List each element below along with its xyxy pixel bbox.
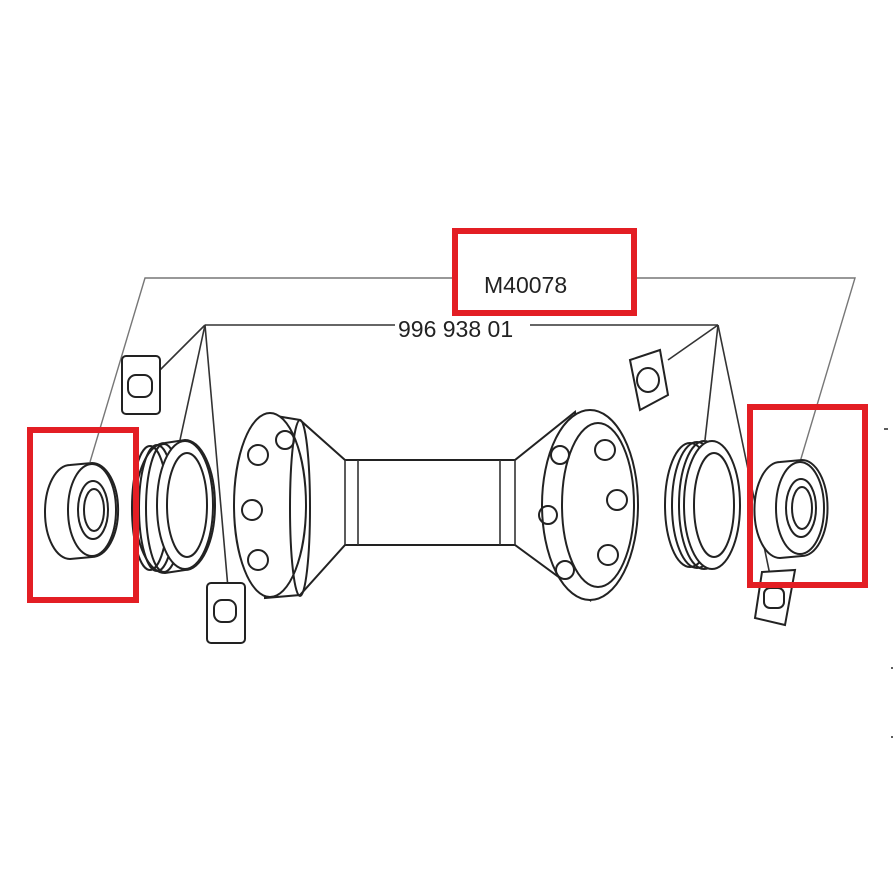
left-seal-ring — [131, 438, 216, 575]
clip-top-left — [121, 355, 161, 415]
highlight-box-left-bearing — [27, 427, 139, 603]
clip-bottom-right — [753, 568, 797, 627]
leader-lines-kit — [89, 277, 856, 463]
kit-number-label: M40078 — [484, 272, 567, 298]
right-bearing — [753, 458, 829, 560]
edge-marks — [884, 428, 893, 738]
left-bearing — [44, 461, 120, 561]
clip-bottom-left — [206, 582, 246, 644]
part-number-label: 996 938 01 — [398, 316, 513, 342]
highlight-box-kit-number — [452, 228, 637, 316]
right-seal-ring — [664, 440, 741, 570]
hub-body — [233, 409, 639, 603]
clip-top-right — [628, 348, 670, 412]
highlight-box-right-bearing — [747, 404, 868, 588]
